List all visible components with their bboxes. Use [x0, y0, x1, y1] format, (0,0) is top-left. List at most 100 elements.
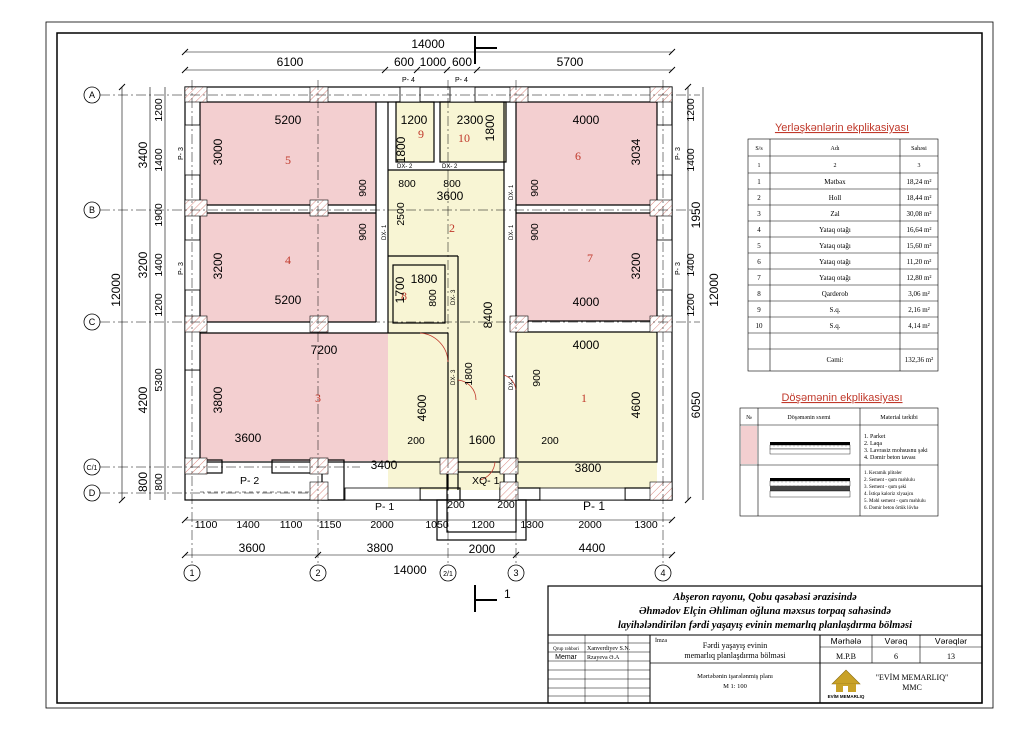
r3-d2: 200 — [407, 435, 425, 447]
r1-w2: 3800 — [575, 461, 602, 475]
dim-bot-4: 1150 — [319, 519, 342, 531]
expl-h-area: Sahəsi — [911, 146, 927, 152]
axis-1: 1 — [189, 568, 194, 578]
r7-d: 900 — [529, 223, 541, 241]
dim-top-4: 600 — [452, 55, 472, 69]
dim-bot-9: 2000 — [578, 519, 602, 531]
expl-total-value: 132,36 m² — [905, 356, 934, 364]
dim-right-total: 12000 — [707, 273, 721, 307]
label-p1b: P- 1 — [583, 499, 605, 513]
axis-b: B — [89, 205, 95, 215]
label-p3a: P- 3 — [178, 147, 185, 160]
floor-h-material: Material tərkibi — [880, 415, 918, 421]
r4-w: 5200 — [275, 293, 302, 307]
company-logo — [832, 670, 860, 692]
expl-cell-7-2: Yataq otağı — [819, 274, 851, 282]
expl-idx-2: 2 — [834, 163, 837, 169]
floor-r2-2: 2. Sement - qum məhlulu — [864, 478, 915, 483]
floor-r2-5: 5. Məhl sement - qum məhlulu — [864, 499, 926, 504]
r8-h: 1700 — [393, 276, 407, 303]
company-name-2: MMC — [902, 683, 922, 692]
label-p3c: P- 3 — [675, 147, 682, 160]
label-p1a: P- 1 — [375, 501, 394, 513]
dim-bot-10: 1300 — [634, 519, 658, 531]
dim-left-i2: 1400 — [153, 148, 165, 172]
section-name-1: Fərdi yaşayış evinin — [703, 641, 767, 650]
title-line-2: Əhmədov Elçin Əhliman oğluna məxsus torp… — [639, 606, 891, 617]
r4-d: 900 — [357, 223, 369, 241]
sheets-value: 13 — [947, 652, 955, 661]
r3-w: 7200 — [311, 343, 338, 357]
expl-cell-10-2: S.q. — [830, 322, 841, 330]
axis-3: 3 — [513, 568, 518, 578]
axis-a: A — [89, 90, 95, 100]
expl-cell-2-1: 2 — [757, 194, 761, 202]
axis-d: D — [89, 488, 96, 498]
dim-left-i6: 5300 — [153, 368, 165, 392]
expl-cell-5-2: Yataq otağı — [819, 242, 851, 250]
expl-cell-6-1: 6 — [757, 258, 761, 266]
label-dx2a: DX- 2 — [397, 164, 413, 170]
expl-h-num: S/s — [755, 146, 763, 152]
expl-cell-9-2: S.q. — [830, 306, 841, 314]
dim-right-i3: 1400 — [685, 253, 697, 277]
label-dx1c: DX- 1 — [509, 184, 515, 200]
expl-cell-3-3: 30,08 m² — [906, 210, 931, 218]
room-label-7: 7 — [587, 251, 593, 265]
r2-d2: 1600 — [469, 433, 496, 447]
r2-sub2: 800 — [443, 178, 461, 190]
floor-h-num: № — [746, 415, 752, 421]
dim-top-3: 1000 — [420, 55, 447, 69]
label-dx1b: DX- 1 — [509, 224, 515, 240]
dim-right-1: 1950 — [689, 201, 703, 228]
r10-w: 2300 — [457, 113, 484, 127]
room-label-9: 9 — [418, 127, 424, 141]
r2-d: 2500 — [395, 202, 407, 226]
title-line-3: layihələndirilən fərdi yaşayış evinin me… — [618, 620, 912, 631]
floor-r1-2: 2. Laqa — [864, 441, 882, 447]
dim-bot-1: 1100 — [195, 519, 218, 531]
expl-cell-8-3: 3,06 m² — [908, 290, 930, 298]
dim-bot-7: 1200 — [471, 519, 495, 531]
room-label-10: 10 — [458, 131, 470, 145]
dim-bot-3: 1100 — [280, 519, 303, 531]
dim-left-total: 12000 — [109, 273, 123, 307]
label-dx3a: DX- 3 — [451, 289, 457, 305]
label-p4a: P- 4 — [402, 77, 415, 84]
r6-h: 3034 — [629, 138, 643, 165]
label-p3b: P- 3 — [178, 262, 185, 275]
expl-cell-10-3: 4,14 m² — [908, 322, 930, 330]
floor-r2-1: 1. Keramik plitəler — [864, 471, 902, 476]
floor-scheme-1 — [770, 442, 850, 454]
expl-cell-6-2: Yataq otağı — [819, 258, 851, 266]
expl-cell-2-3: 18,44 m² — [906, 194, 931, 202]
expl-cell-4-3: 16,64 m² — [906, 226, 931, 234]
expl-cell-5-1: 5 — [757, 242, 761, 250]
floor-title: Döşəmənin ekplikasiyası — [781, 392, 902, 404]
dim-bot-5: 2000 — [370, 519, 394, 531]
expl-cell-8-1: 8 — [757, 290, 761, 298]
r9-w: 1200 — [401, 113, 428, 127]
r8-w: 1800 — [411, 272, 438, 286]
room-label-2: 2 — [449, 221, 455, 235]
expl-idx-1: 1 — [758, 163, 761, 169]
r3-d: 4600 — [415, 394, 429, 421]
dim-bot-2: 1400 — [236, 519, 260, 531]
r9-h: 1800 — [394, 136, 408, 163]
r2-w: 3600 — [437, 189, 464, 203]
dim-right-i2: 1400 — [685, 148, 697, 172]
label-xq: XQ- 1 — [472, 475, 500, 487]
role-1: Qrup rəhbəri — [553, 647, 579, 652]
label-p2: P- 2 — [240, 475, 259, 487]
dim-overall-bottom: 14000 — [393, 563, 427, 577]
label-200a: 200 — [447, 499, 465, 511]
floor-h-scheme: Döşəmənin sxemi — [787, 415, 830, 421]
floor-scheme-2 — [770, 478, 850, 497]
dim-left-i1: 1200 — [153, 98, 165, 122]
stage-header: Mərhələ — [831, 636, 862, 646]
dim-right-i4: 1200 — [685, 293, 697, 317]
expl-cell-3-2: Zal — [830, 210, 839, 218]
axis-2: 2 — [315, 568, 320, 578]
